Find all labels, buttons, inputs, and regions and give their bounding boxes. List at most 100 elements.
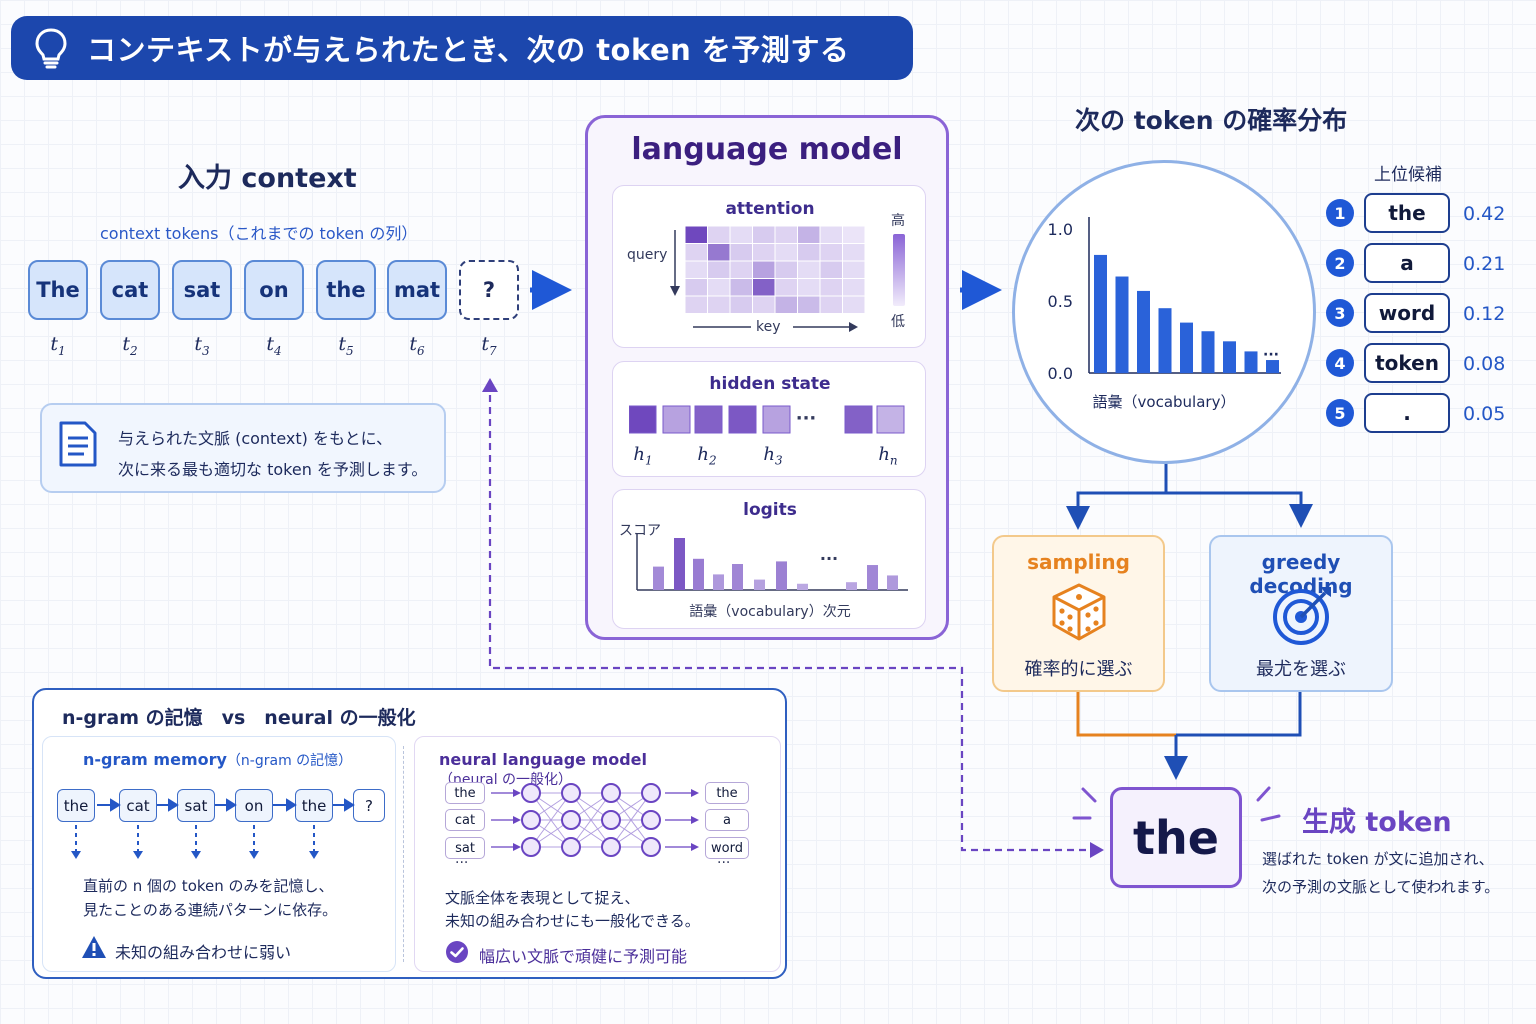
nn-node	[641, 837, 661, 857]
neural-network-diagram	[491, 783, 699, 857]
neural-output-ellipsis: ···	[717, 855, 731, 871]
context-token: on	[244, 260, 304, 320]
attention-cell	[797, 243, 821, 262]
neural-input-ellipsis: ···	[455, 855, 469, 871]
nn-input-arrowhead	[513, 816, 521, 824]
position-label: t4	[266, 333, 282, 358]
comparison-divider	[403, 746, 404, 962]
nn-node	[561, 783, 581, 803]
hidden-state-title: hidden state	[709, 374, 831, 394]
attention-cell	[752, 278, 776, 297]
ngram-token: cat	[119, 789, 157, 822]
logit-bar	[776, 561, 787, 590]
logit-bar	[846, 582, 857, 590]
logits-x-label: 語彙（vocabulary）次元	[689, 604, 851, 620]
attention-cell	[797, 278, 821, 297]
attention-cell	[842, 243, 866, 262]
attention-cell	[819, 295, 843, 314]
rank-badge: 4	[1326, 349, 1354, 377]
context-tokens-subheading: context tokens（これまでの token の列）	[100, 224, 418, 243]
nn-connection	[530, 792, 572, 848]
key-arrow	[693, 322, 858, 332]
hidden-state-cell	[876, 405, 905, 434]
logit-bar	[754, 579, 765, 590]
greedy-title: greedy decoding	[1249, 550, 1353, 598]
attention-cell	[842, 226, 866, 244]
logit-bar	[867, 565, 878, 590]
ngram-title-row: n-gram memory（n-gram の記憶）	[83, 750, 352, 770]
generated-heading: 生成 token	[1302, 807, 1452, 838]
input-description-line-1: 与えられた文脈 (context) をもとに、	[118, 429, 393, 448]
nn-output-arrowhead	[691, 789, 699, 797]
attention-cell	[774, 243, 798, 262]
attention-cell	[797, 260, 821, 279]
title-banner: コンテキストが与えられたとき、次の token を予測する	[11, 16, 913, 80]
logit-bar	[653, 566, 664, 590]
attention-cell	[819, 278, 843, 297]
attention-matrix	[685, 226, 866, 314]
rank-badge: 2	[1326, 249, 1354, 277]
query-arrow	[670, 230, 680, 296]
hidden-state-card: hidden state ··· h1 h2 h3 hn	[612, 361, 926, 477]
position-label: t1	[50, 333, 66, 358]
neural-description-line-1: 文脈全体を表現として捉え、	[445, 889, 640, 907]
lightbulb-icon	[35, 28, 67, 69]
candidate-prob: 0.21	[1463, 253, 1506, 275]
position-label: t7	[481, 333, 497, 358]
candidate-token: the	[1364, 193, 1450, 233]
generated-description-line-2: 次の予測の文脈として使われます。	[1262, 878, 1500, 896]
candidates-title: 上位候補	[1374, 165, 1442, 185]
dist-bar	[1137, 290, 1150, 373]
attention-colorbar	[893, 234, 905, 306]
input-context-heading: 入力 context	[178, 163, 357, 194]
nn-node	[601, 837, 621, 857]
context-token: mat	[387, 260, 447, 320]
dist-split-connector	[1076, 462, 1301, 522]
context-token: sat	[172, 260, 232, 320]
rank-badge: 5	[1326, 399, 1354, 427]
sampling-box: sampling 確率的に選ぶ	[992, 535, 1165, 692]
attention-cell	[774, 278, 798, 297]
attention-cell	[685, 260, 708, 279]
logits-chart: ···	[636, 534, 908, 591]
comparison-panel: n-gram の記憶 vs neural の一般化 n-gram memory（…	[32, 688, 787, 979]
ngram-title-sub: （n-gram の記憶）	[226, 753, 353, 769]
attention-cell	[685, 243, 708, 262]
logit-bar	[713, 574, 724, 590]
nn-input-arrowhead	[513, 843, 521, 851]
nn-node	[601, 783, 621, 803]
generated-description-line-1: 選ばれた token が文に追加され、	[1262, 850, 1494, 868]
ngram-token: sat	[177, 789, 215, 822]
attention-cell	[707, 226, 731, 244]
greedy-merge-line	[1176, 692, 1302, 737]
candidate-token: token	[1364, 343, 1450, 383]
attention-cell	[729, 226, 753, 244]
ngram-unknown-token: ?	[353, 789, 385, 822]
nn-node	[521, 810, 541, 830]
ngram-warning: 未知の組み合わせに弱い	[115, 943, 292, 962]
attention-cell	[752, 243, 776, 262]
attention-cell	[685, 278, 708, 297]
rank-badge: 1	[1326, 199, 1354, 227]
attention-cell	[752, 295, 776, 314]
logit-bar	[732, 564, 743, 590]
context-token: cat	[100, 260, 160, 320]
candidate-token: .	[1364, 393, 1450, 433]
hidden-state-cell	[844, 405, 873, 434]
check-circle-icon	[446, 941, 468, 963]
neural-check-text: 幅広い文脈で頑健に予測可能	[479, 947, 688, 966]
rank-badge: 3	[1326, 299, 1354, 327]
nn-node	[641, 810, 661, 830]
attention-cell	[842, 295, 866, 314]
neural-input-token: cat	[445, 809, 485, 831]
comparison-title: n-gram の記憶 vs neural の一般化	[62, 707, 416, 729]
attention-cell	[819, 260, 843, 279]
document-icon	[59, 421, 97, 467]
candidate-prob: 0.05	[1463, 403, 1506, 425]
nn-node	[641, 783, 661, 803]
ngram-title: n-gram memory	[83, 750, 227, 769]
logits-title: logits	[743, 500, 797, 520]
nn-node	[521, 837, 541, 857]
candidate-prob: 0.08	[1463, 353, 1506, 375]
